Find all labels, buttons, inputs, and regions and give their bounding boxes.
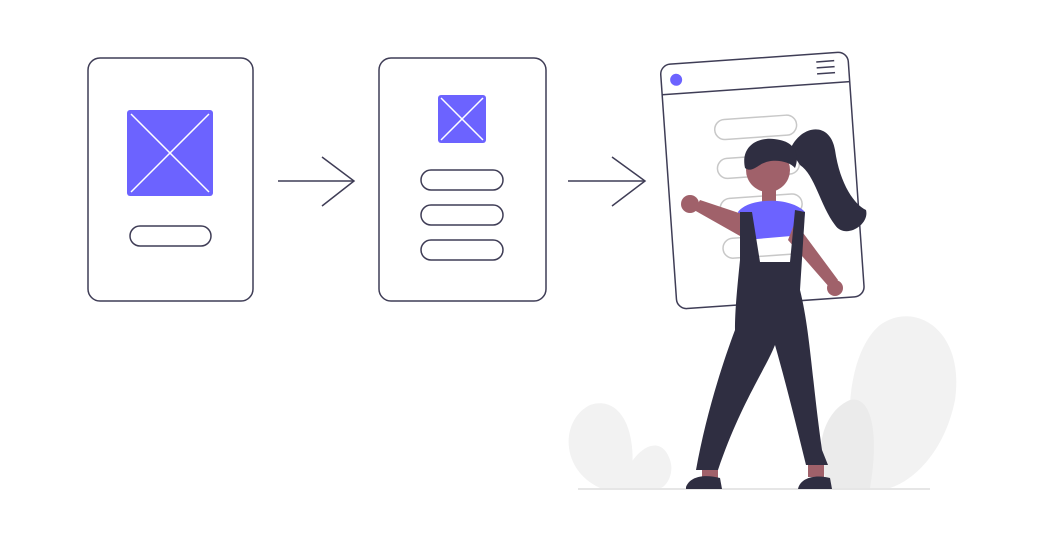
app-screen-bar (713, 114, 798, 141)
arrow-right-icon (278, 156, 356, 207)
foliage-left (568, 403, 672, 488)
wireframe-bar (420, 169, 504, 191)
hand-right (827, 280, 843, 296)
wireframe-bar (420, 204, 504, 226)
arm-left (694, 200, 745, 236)
wireframe-bar (420, 239, 504, 261)
wireframe-card-1 (87, 57, 254, 302)
hand-left (681, 195, 699, 213)
overalls (696, 210, 828, 470)
arrow-right-icon (568, 156, 647, 207)
person-figure (681, 129, 867, 489)
image-placeholder-icon (127, 110, 213, 196)
wireframe-card-2 (378, 57, 547, 302)
wireframe-bar (129, 225, 212, 247)
shoe-right (798, 476, 832, 489)
app-screen-header-divider (662, 80, 850, 96)
image-placeholder-icon (438, 95, 486, 143)
ponytail (790, 129, 867, 232)
dot-icon (670, 73, 683, 86)
hair (744, 138, 797, 170)
hamburger-menu-icon (816, 59, 836, 75)
shoe-left (686, 476, 722, 489)
foliage-right (820, 316, 957, 488)
